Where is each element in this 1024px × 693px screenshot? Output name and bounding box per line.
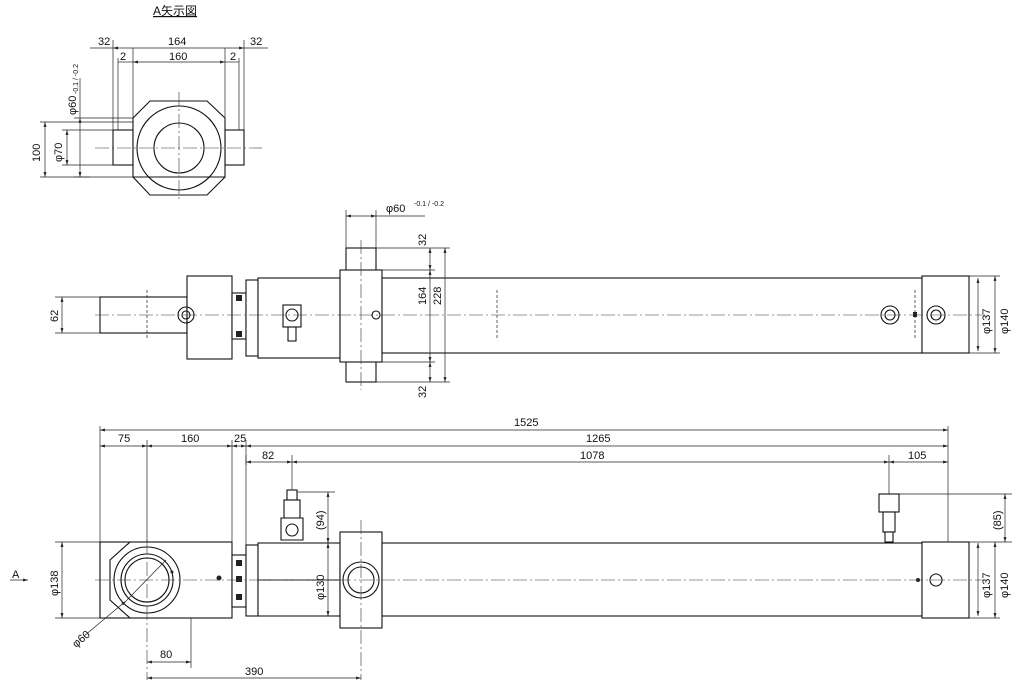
left-boss (112, 129, 134, 166)
arrow-a-label: A (12, 569, 20, 581)
dim-phi130: φ130 (315, 575, 327, 601)
dim-32-left: 32 (98, 36, 110, 48)
dim-top-phi60-tol: -0.1 / -0.2 (414, 201, 444, 208)
dim-phi60-pin: φ60 (67, 96, 79, 115)
right-boss (224, 129, 245, 166)
dim-top-phi137: φ137 (981, 309, 993, 335)
dim-105: 105 (908, 450, 926, 462)
dim-160: 160 (169, 51, 187, 63)
dim-phi138: φ138 (49, 571, 61, 597)
cylinder-tube-top (381, 277, 923, 354)
dim-top-164: 164 (417, 287, 429, 305)
dim-top-phi140: φ140 (999, 309, 1011, 335)
dim-phi70: φ70 (53, 143, 65, 162)
view-title: A矢示図 (153, 4, 197, 18)
dim-2-left: 2 (120, 51, 126, 63)
dim-164: 164 (168, 36, 186, 48)
dim-top-32-bottom: 32 (417, 386, 429, 398)
dim-25: 25 (234, 433, 246, 445)
cylinder-tube-front (381, 542, 923, 617)
clevis-top (186, 275, 233, 360)
dim-top-228: 228 (432, 287, 444, 305)
dim-390: 390 (245, 666, 263, 678)
dim-top-phi60: φ60 (386, 203, 405, 215)
top-view: φ60 -0.1 / -0.2 32 164 228 32 62 φ137 φ1… (49, 201, 1011, 398)
dim-85: (85) (992, 510, 1004, 530)
dim-32-right: 32 (250, 36, 262, 48)
dim-94: (94) (315, 510, 327, 530)
dim-75: 75 (118, 433, 130, 445)
dim-82: 82 (262, 450, 274, 462)
dim-80: 80 (160, 649, 172, 661)
valve-front (280, 517, 304, 541)
dim-1265: 1265 (586, 433, 610, 445)
dim-front-phi137: φ137 (981, 573, 993, 599)
valve-right (878, 493, 900, 513)
front-view: A 1525 75 160 25 1265 82 1078 105 (94) (10, 417, 1012, 680)
dim-top-62: 62 (49, 310, 61, 322)
dim-1078: 1078 (580, 450, 604, 462)
dim-top-32-top: 32 (417, 234, 429, 246)
dim-100: 100 (31, 144, 43, 162)
dim-160-front: 160 (181, 433, 199, 445)
dim-1525: 1525 (514, 417, 538, 429)
dim-phi60-tol: -0.1 / -0.2 (73, 64, 80, 94)
dim-2-right: 2 (230, 51, 236, 63)
view-a: 32 164 32 2 160 2 100 φ70 φ60 -0.1 / -0.… (31, 36, 268, 200)
dim-front-phi140: φ140 (999, 573, 1011, 599)
